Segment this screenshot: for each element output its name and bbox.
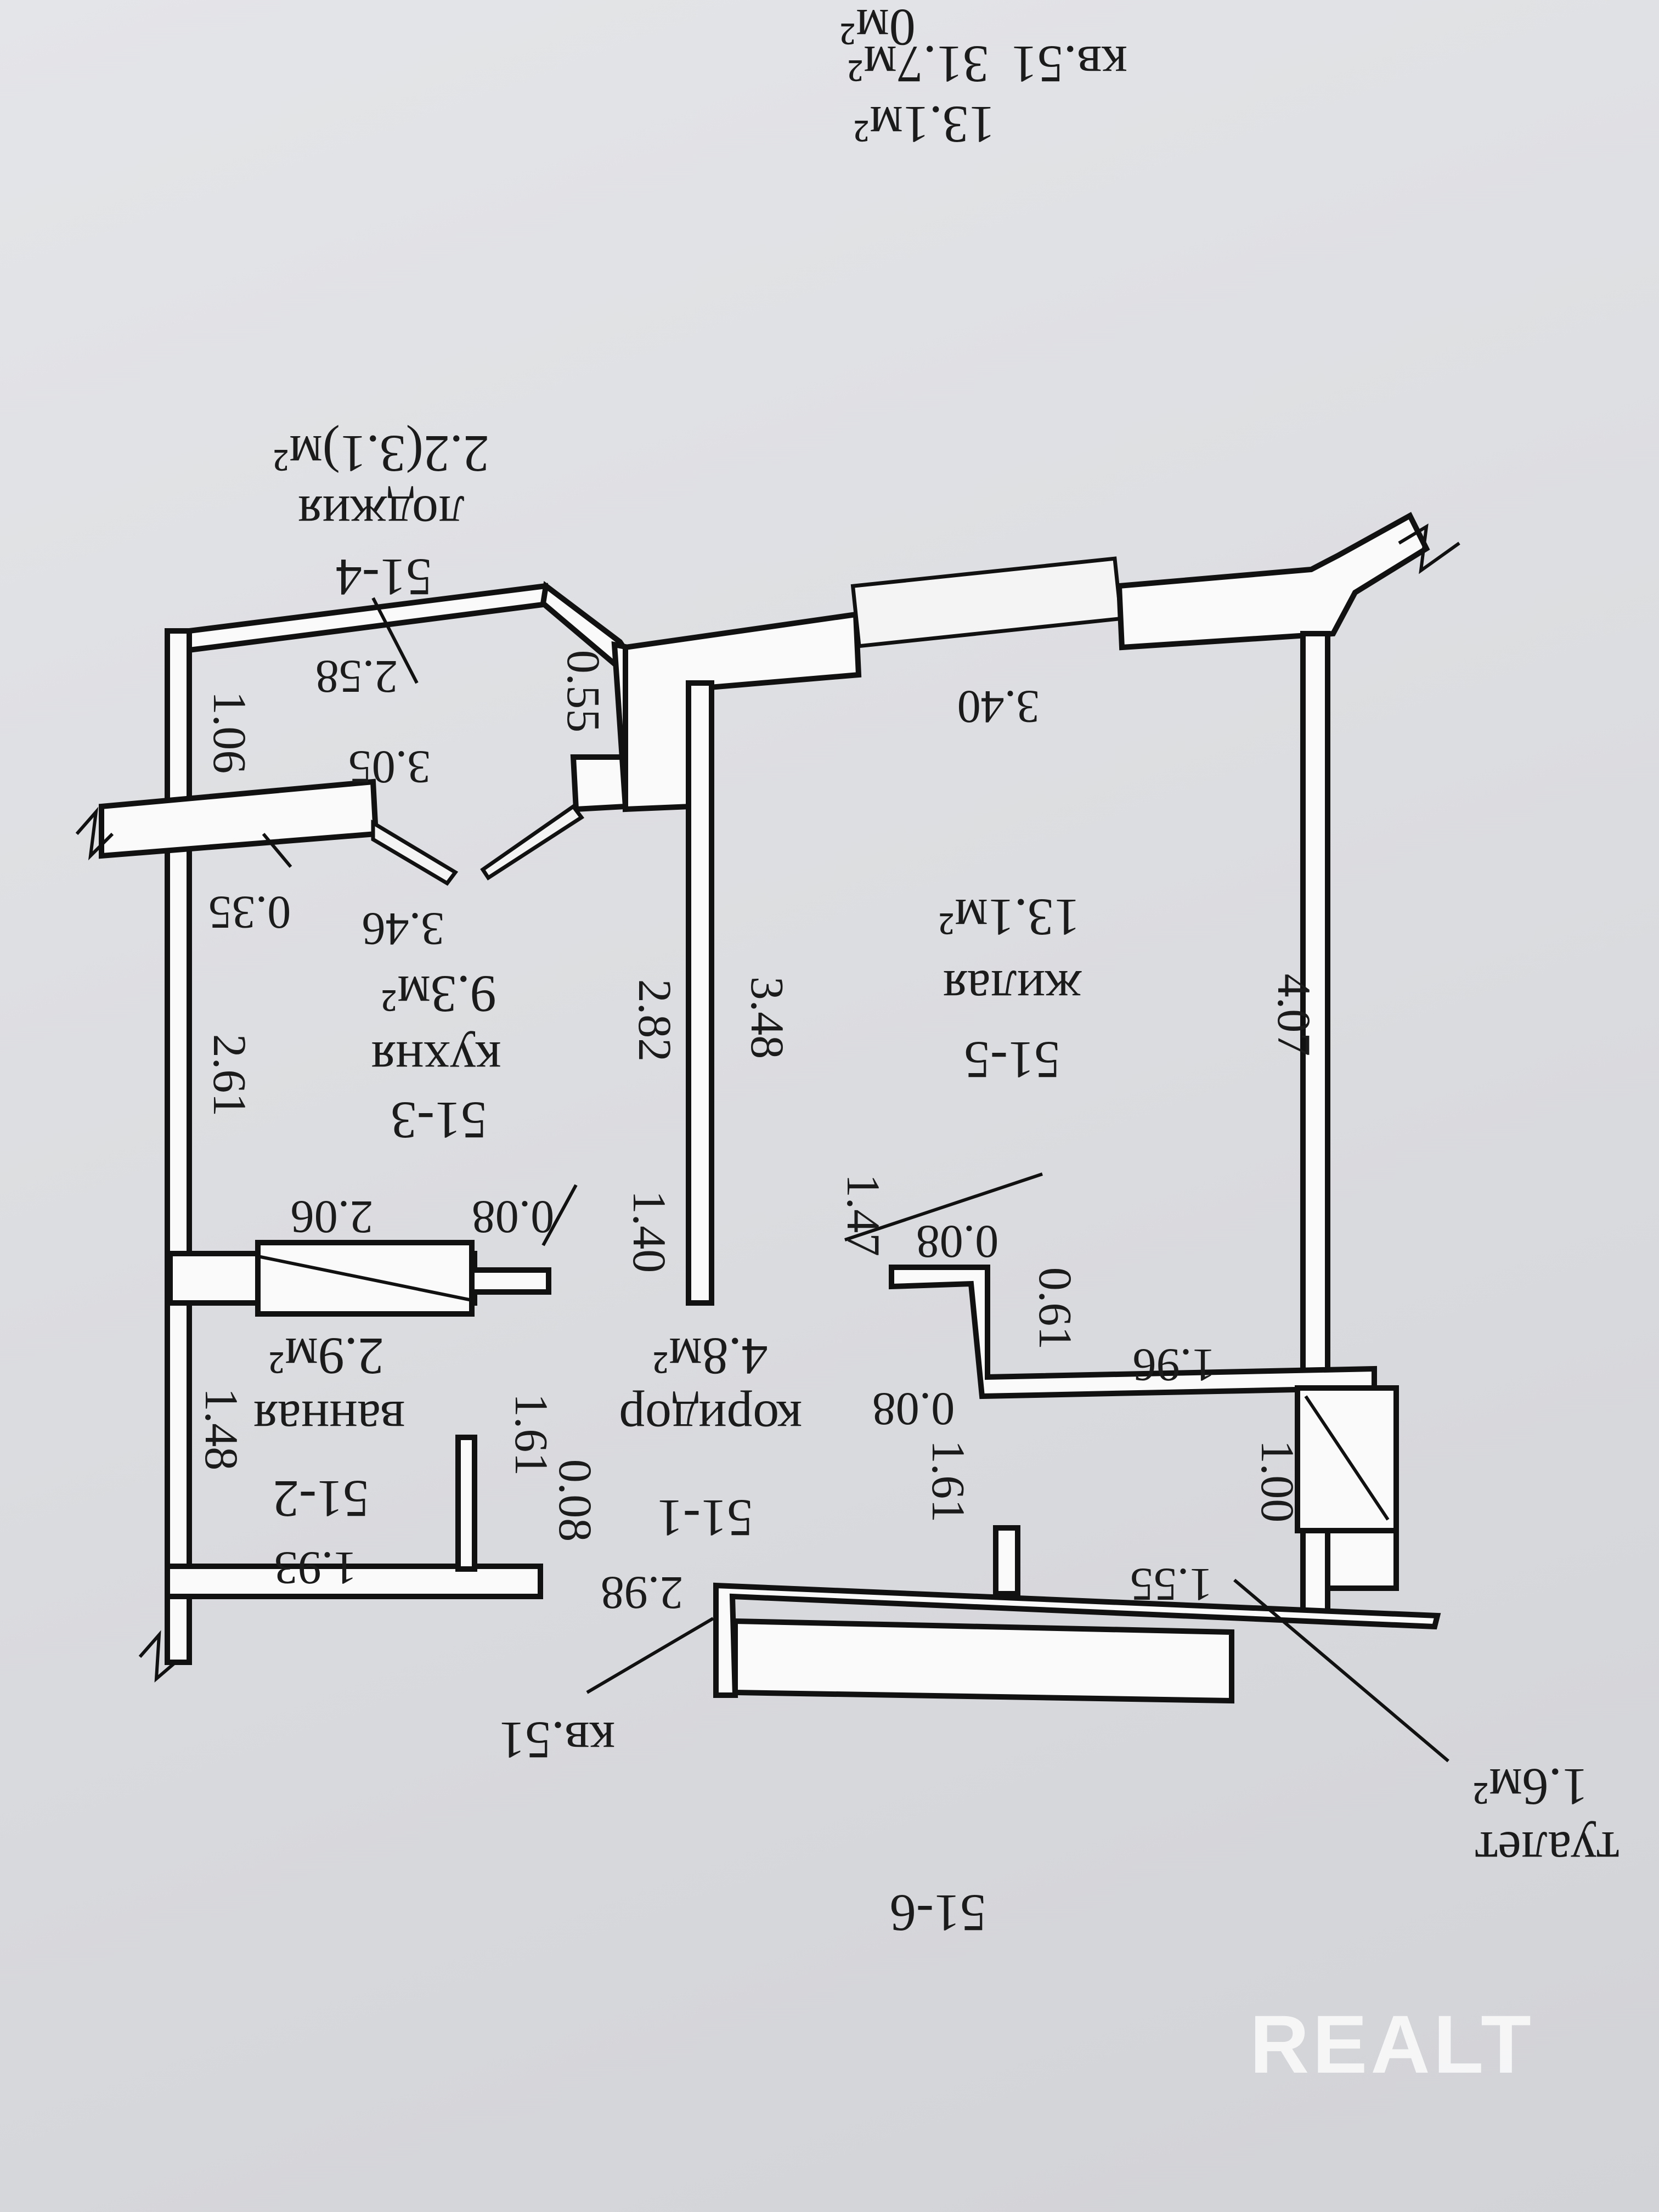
dim-living-top: 3.40 bbox=[957, 681, 1040, 733]
living-name: жилая bbox=[943, 960, 1082, 1018]
loggia-leader bbox=[371, 597, 419, 684]
toilet-name: туалет bbox=[1475, 1821, 1619, 1880]
plan-structure bbox=[75, 512, 1460, 1763]
loggia-code: 51-4 bbox=[336, 548, 432, 607]
living-area: 13.1м² bbox=[939, 888, 1080, 947]
dim-corr-d: 1.96 bbox=[1133, 1339, 1216, 1392]
kitchen-area: 9.3м² bbox=[381, 965, 496, 1024]
dim-loggia-width: 2.58 bbox=[315, 651, 398, 703]
living-wall-top bbox=[623, 611, 862, 812]
bath-area: 2.9м² bbox=[269, 1327, 384, 1386]
dim-kitchen-niche: 0.35 bbox=[208, 887, 291, 939]
living-code: 51-5 bbox=[964, 1031, 1060, 1090]
toilet-code: 51-6 bbox=[890, 1884, 986, 1943]
dim-kitchen-bottom: 3.46 bbox=[362, 903, 445, 956]
living-wall-top-right bbox=[1116, 512, 1430, 651]
corridor-area: 4.8м² bbox=[653, 1327, 768, 1386]
dim-corr-f: 1.61 bbox=[922, 1440, 975, 1523]
kitchen-slab bbox=[99, 778, 379, 859]
loggia-name: лоджия bbox=[298, 485, 465, 544]
dim-living-left: 3.48 bbox=[741, 977, 794, 1059]
dim-bath-left: 1.48 bbox=[195, 1388, 248, 1471]
break-mark-bottom bbox=[138, 1630, 177, 1683]
dim-corr-a: 0.08 bbox=[916, 1216, 999, 1268]
kitchen-living-wall bbox=[686, 680, 714, 1306]
window-living bbox=[850, 556, 1124, 648]
dim-bath-wall-a: 0.08 bbox=[472, 1191, 555, 1244]
corridor-name: коридор bbox=[619, 1390, 802, 1449]
apartment-callout: кв.51 bbox=[499, 1711, 615, 1770]
corridor-code: 51-1 bbox=[657, 1489, 753, 1548]
bath-bottom-wall bbox=[165, 1564, 543, 1599]
entrance-wall bbox=[713, 1582, 1441, 1698]
dim-corr-g: 2.98 bbox=[601, 1567, 684, 1620]
dim-loggia-diag: 0.55 bbox=[557, 650, 610, 733]
dim-living-right: 4.07 bbox=[1268, 974, 1321, 1057]
toilet-area: 1.6м² bbox=[1473, 1758, 1588, 1816]
dim-corr-c: 0.61 bbox=[1029, 1267, 1082, 1350]
corridor-stub bbox=[993, 1525, 1020, 1596]
dim-kitchen-inner: 2.82 bbox=[629, 979, 681, 1062]
outer-wall-left bbox=[165, 628, 192, 1665]
dim-kitchen-top: 3.05 bbox=[348, 741, 431, 794]
dim-corr-e: 0.08 bbox=[872, 1383, 955, 1436]
kitchen-code: 51-3 bbox=[391, 1091, 487, 1150]
header-living-area: 13.1м² bbox=[854, 95, 995, 154]
dim-bath-top: 2.06 bbox=[291, 1191, 374, 1244]
header-total: кв.51 31.7м² bbox=[848, 35, 1127, 94]
apt-leader bbox=[586, 1617, 714, 1694]
dim-bath-inner: 1.61 bbox=[505, 1393, 558, 1476]
break-mark-kitchen bbox=[75, 806, 114, 861]
break-mark-top bbox=[1398, 523, 1460, 574]
toilet-diag bbox=[1304, 1395, 1390, 1521]
realt-watermark: REALT bbox=[1250, 1998, 1534, 2090]
dimensions: 2.58 1.06 0.55 3.05 3.46 2.61 0.35 2.82 … bbox=[195, 650, 1321, 1620]
entrance-block bbox=[732, 1618, 1234, 1704]
bath-door-diag bbox=[257, 1255, 472, 1302]
corr-dim-leader bbox=[844, 1172, 1043, 1242]
dim-corr-h: 1.55 bbox=[1130, 1559, 1213, 1611]
toilet-leader bbox=[1233, 1578, 1449, 1763]
bath-corr-wall bbox=[455, 1435, 477, 1572]
bath-dim-leader bbox=[541, 1184, 578, 1246]
toilet-niche bbox=[1325, 1528, 1399, 1591]
dim-corr-b: 1.47 bbox=[837, 1174, 890, 1257]
bath-name: ванная bbox=[253, 1390, 405, 1449]
dim-toilet-w: 1.00 bbox=[1251, 1440, 1304, 1523]
labels: 51-6 туалет 1.6м² кв.51 13.1м² кв.51 31.7… bbox=[253, 0, 1620, 1943]
header-clipped: 0м² bbox=[840, 0, 916, 57]
header-apt-label: кв.51 bbox=[1011, 35, 1127, 94]
dim-kitchen-side: 2.61 bbox=[204, 1034, 256, 1117]
bath-code: 51-2 bbox=[273, 1470, 369, 1528]
dim-bath-wall-b: 0.08 bbox=[549, 1459, 602, 1542]
header-total-area: 31.7м² bbox=[848, 35, 989, 94]
niche-leader bbox=[262, 833, 292, 868]
kitchen-name: кухня bbox=[371, 1031, 501, 1090]
loggia-window-diag bbox=[480, 804, 585, 881]
dim-bath-bottom: 1.93 bbox=[274, 1542, 357, 1595]
dim-bath-side: 1.40 bbox=[623, 1190, 676, 1273]
loggia-area: 2.2(3.1)м² bbox=[273, 425, 489, 483]
dim-loggia-depth: 1.06 bbox=[204, 691, 256, 774]
kitchen-window bbox=[371, 819, 459, 886]
bath-door-jamb bbox=[469, 1267, 551, 1295]
